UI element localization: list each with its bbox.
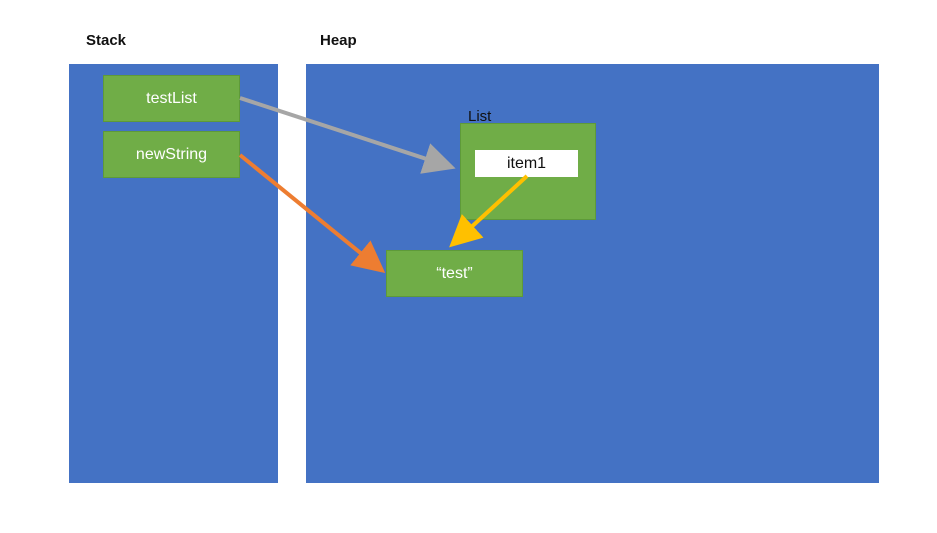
heap-heading: Heap (320, 32, 357, 49)
stack-heading: Stack (86, 32, 127, 49)
stack-variable-testlist: testList (103, 75, 240, 122)
heap-string-object: “test” (386, 250, 523, 297)
heap-string-label: “test” (436, 264, 473, 282)
list-item-label: item1 (506, 154, 547, 172)
stack-region (69, 64, 278, 483)
stack-variable-label: newString (135, 145, 208, 163)
list-item-slot: item1 (475, 150, 578, 177)
stack-variable-newstring: newString (103, 131, 240, 178)
stack-variable-label: testList (146, 89, 197, 107)
heap-list-label: List (468, 108, 492, 125)
